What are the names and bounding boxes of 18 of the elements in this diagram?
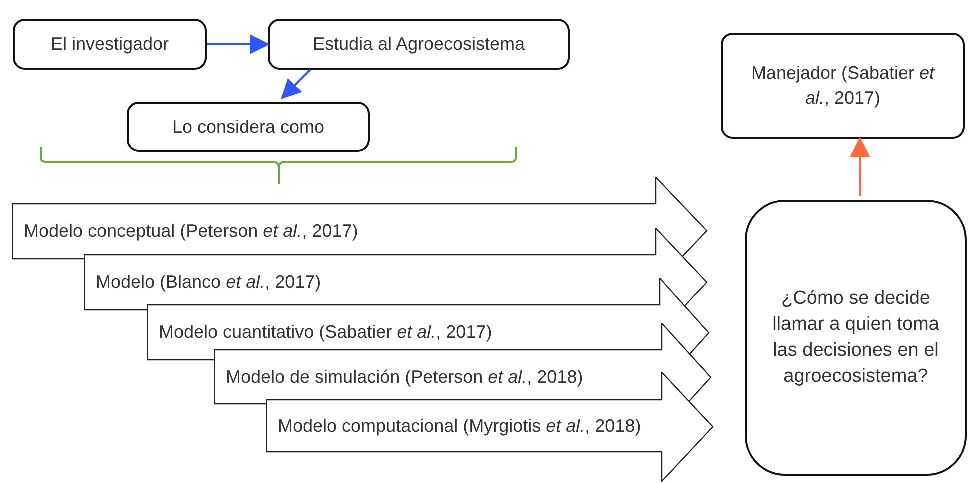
arrow xyxy=(281,69,311,100)
arrow xyxy=(850,137,870,196)
node-text: Lo considera como xyxy=(172,116,325,139)
process-box xyxy=(127,102,370,152)
process-box xyxy=(721,33,965,139)
process-box xyxy=(745,200,967,476)
node-text: El investigador xyxy=(50,33,170,56)
process-box xyxy=(268,19,570,70)
node-text: Modelo de simulación (Peterson et al., 2018) xyxy=(226,366,584,389)
node-text: Estudia al Agroecosistema xyxy=(312,33,526,56)
arrow xyxy=(207,34,270,54)
node-text: ¿Cómo se decide llamar a quien toma las decisiones en el agroecosistema? xyxy=(772,286,940,390)
node-text: Modelo cuantitativo (Sabatier et al., 2017) xyxy=(159,321,492,344)
node-text: Manejador (Sabatier et al., 2017) xyxy=(750,62,936,110)
node-text: Modelo computacional (Myrgiotis et al., 2018) xyxy=(278,414,642,438)
node-text: Modelo conceptual (Peterson et al., 2017) xyxy=(24,220,358,243)
node-text: Modelo (Blanco et al., 2017) xyxy=(96,271,322,294)
process-box xyxy=(13,19,207,70)
